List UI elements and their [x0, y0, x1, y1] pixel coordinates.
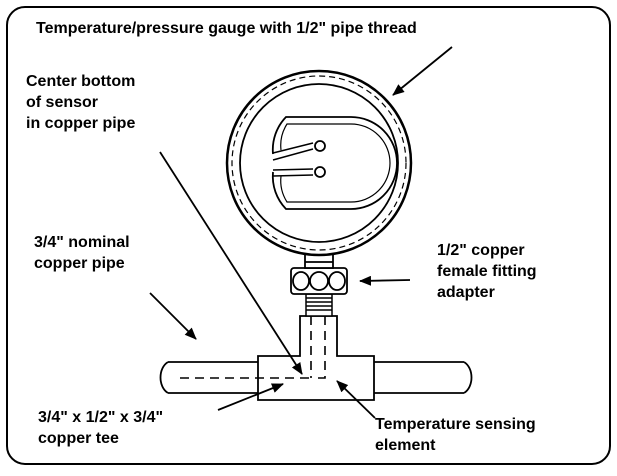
label-tee: 3/4" x 1/2" x 3/4" copper tee [38, 409, 164, 447]
copper-tee [257, 315, 375, 401]
arrow-tee [217, 383, 284, 411]
arrow-sensor-center [159, 151, 303, 375]
label-sensor-center: Center bottom of sensor in copper pipe [26, 73, 136, 132]
label-adapter: 1/2" copper female fitting adapter [437, 242, 537, 301]
copper-pipe [159, 361, 473, 394]
label-sensing-element: Temperature sensing element [375, 416, 536, 454]
threaded-nipple [305, 293, 333, 317]
fitting-adapter [290, 267, 348, 295]
sensing-element-outline [180, 316, 326, 379]
gauge [225, 69, 413, 257]
pointer-arrows [149, 46, 453, 419]
label-gauge: Temperature/pressure gauge with 1/2" pip… [36, 20, 417, 37]
label-nominal-pipe: 3/4" nominal copper pipe [34, 234, 130, 272]
arrow-sensing-element [336, 380, 376, 419]
diagram-frame [6, 6, 611, 465]
arrow-adapter [359, 275, 411, 286]
arrow-gauge [392, 46, 453, 96]
arrow-nominal-pipe [149, 292, 197, 340]
